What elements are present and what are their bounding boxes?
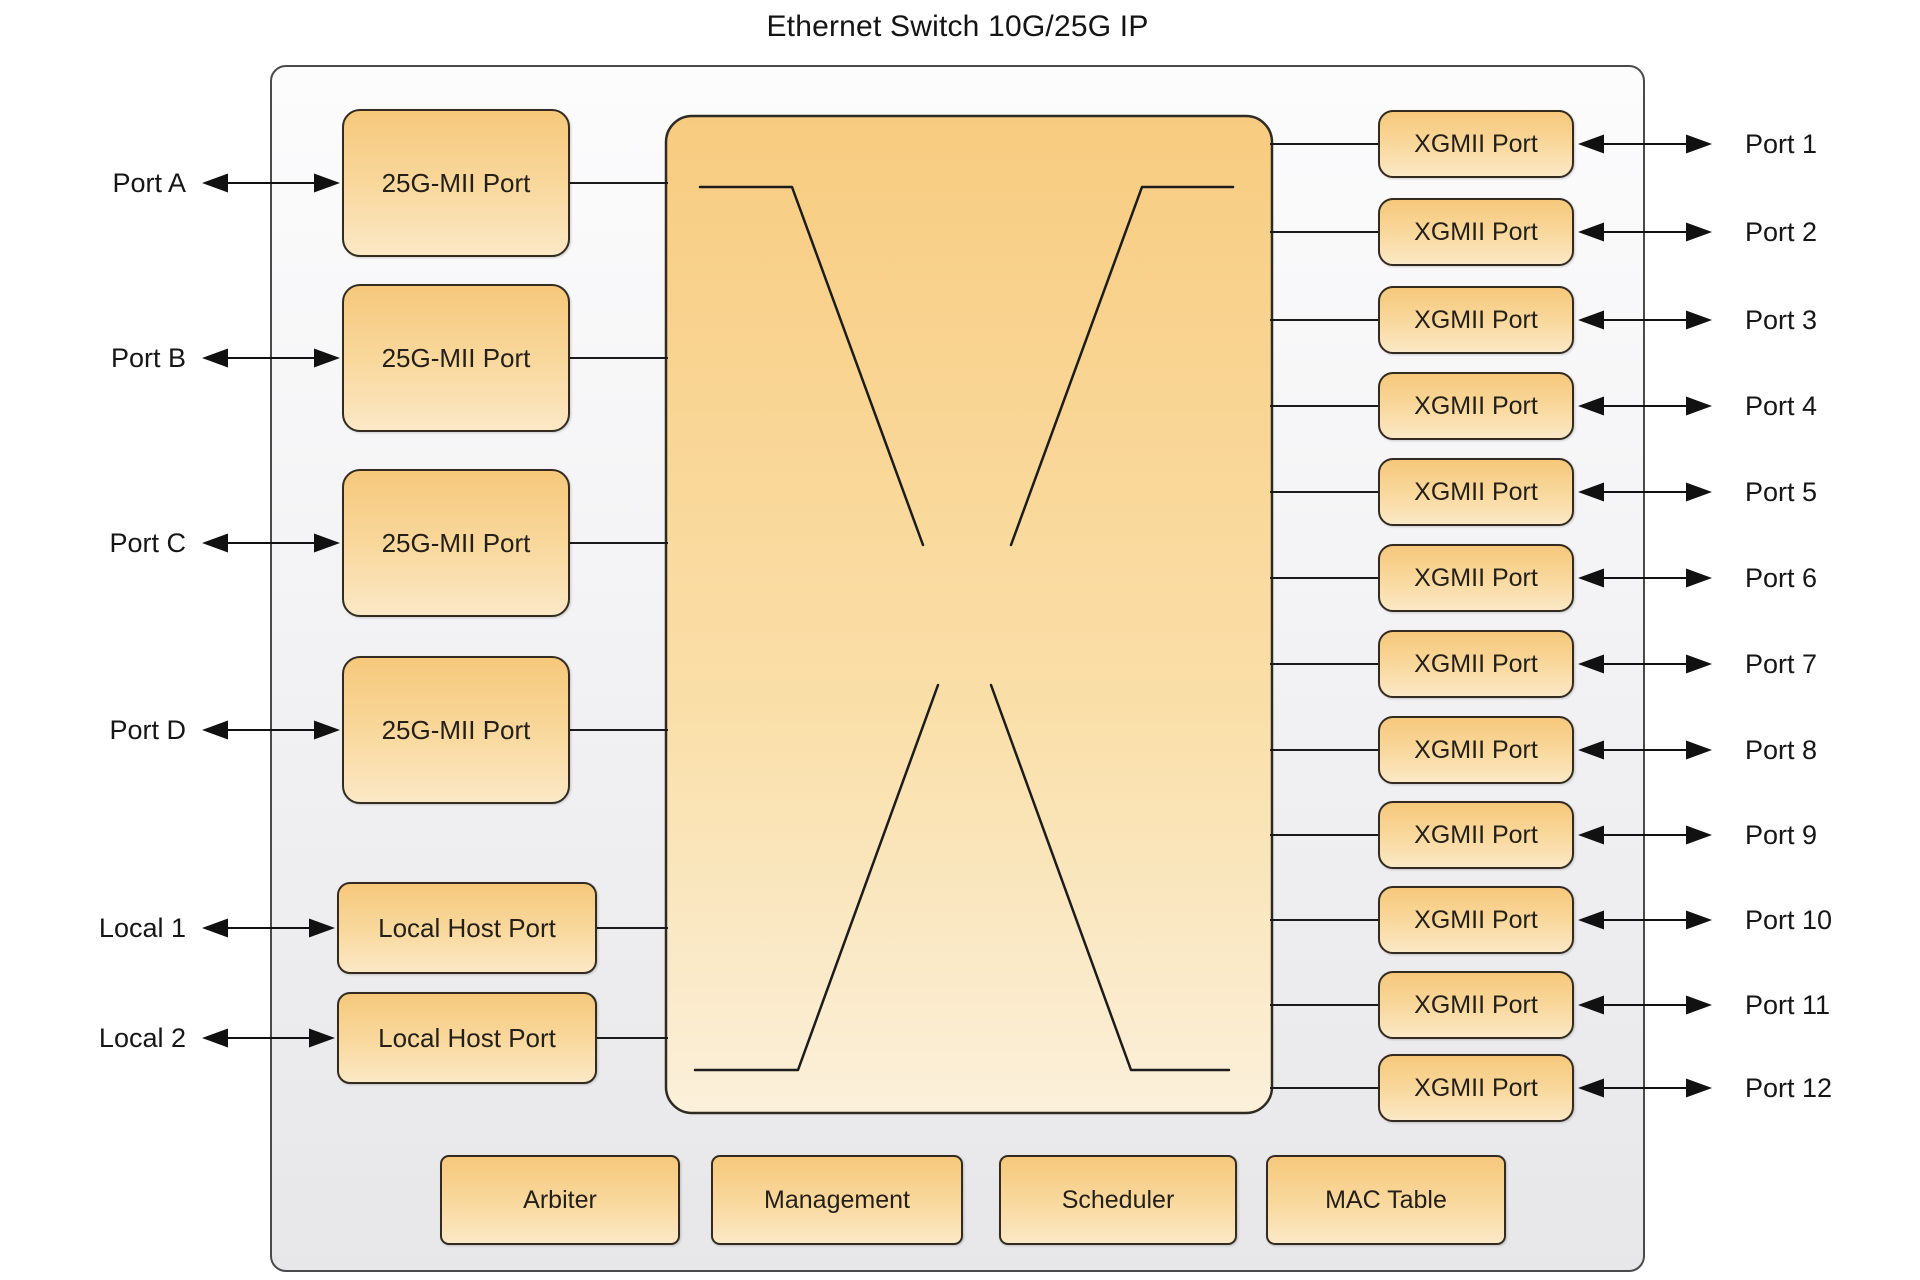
bidirectional-arrow <box>202 173 340 193</box>
bidirectional-arrow <box>202 720 340 740</box>
bidirectional-arrow <box>1578 134 1712 154</box>
local-2-label: Local 2 <box>98 1023 186 1053</box>
xgmii-port-box: XGMII Port <box>1378 286 1574 354</box>
port-1-label: Port 1 <box>1745 129 1818 159</box>
bidirectional-arrow <box>1578 740 1712 760</box>
diagram-title: Ethernet Switch 10G/25G IP <box>766 10 1149 43</box>
switch-fabric-box <box>664 114 1274 1115</box>
xgmii-port-box: XGMII Port <box>1378 458 1574 526</box>
crossbar-line <box>989 683 1231 1072</box>
mii-port-box: 25G-MII Port <box>342 284 570 432</box>
bidirectional-arrow <box>1578 396 1712 416</box>
bidirectional-arrow <box>1578 568 1712 588</box>
crossbar-line <box>698 185 925 547</box>
mii-port-box: 25G-MII Port <box>342 109 570 257</box>
bidirectional-arrow <box>1578 310 1712 330</box>
bidirectional-arrow <box>202 918 335 938</box>
mac-table-box: MAC Table <box>1266 1155 1506 1245</box>
port-4-label: Port 4 <box>1745 391 1818 421</box>
port-6-label: Port 6 <box>1745 563 1818 593</box>
mii-port-box: 25G-MII Port <box>342 656 570 804</box>
port-10-label: Port 10 <box>1745 905 1833 935</box>
port-3-label: Port 3 <box>1745 305 1818 335</box>
bidirectional-arrow <box>202 533 340 553</box>
bidirectional-arrow <box>1578 910 1712 930</box>
local-1-label: Local 1 <box>98 913 186 943</box>
crossbar-line <box>1009 185 1235 547</box>
bidirectional-arrow <box>202 348 340 368</box>
xgmii-port-box: XGMII Port <box>1378 886 1574 954</box>
arbiter-box: Arbiter <box>440 1155 680 1245</box>
xgmii-port-box: XGMII Port <box>1378 198 1574 266</box>
bidirectional-arrow <box>1578 995 1712 1015</box>
management-box: Management <box>711 1155 963 1245</box>
xgmii-port-box: XGMII Port <box>1378 544 1574 612</box>
bidirectional-arrow <box>1578 482 1712 502</box>
port-a-label: Port A <box>112 168 186 198</box>
port-9-label: Port 9 <box>1745 820 1818 850</box>
xgmii-port-box: XGMII Port <box>1378 716 1574 784</box>
crossbar-glyph <box>693 185 1235 1072</box>
port-d-label: Port D <box>109 715 186 745</box>
port-11-label: Port 11 <box>1745 990 1831 1020</box>
port-2-label: Port 2 <box>1745 217 1818 247</box>
local-host-port-box: Local Host Port <box>337 992 597 1084</box>
bidirectional-arrow <box>1578 1078 1712 1098</box>
port-7-label: Port 7 <box>1745 649 1818 679</box>
local-host-port-box: Local Host Port <box>337 882 597 974</box>
mii-port-box: 25G-MII Port <box>342 469 570 617</box>
port-12-label: Port 12 <box>1745 1073 1833 1103</box>
bidirectional-arrow <box>1578 654 1712 674</box>
port-b-label: Port B <box>110 343 186 373</box>
port-5-label: Port 5 <box>1745 477 1818 507</box>
scheduler-box: Scheduler <box>999 1155 1237 1245</box>
bidirectional-arrow <box>1578 825 1712 845</box>
xgmii-port-box: XGMII Port <box>1378 630 1574 698</box>
crossbar-line <box>693 683 940 1072</box>
xgmii-port-box: XGMII Port <box>1378 110 1574 178</box>
xgmii-port-box: XGMII Port <box>1378 801 1574 869</box>
port-c-label: Port C <box>109 528 186 558</box>
xgmii-port-box: XGMII Port <box>1378 971 1574 1039</box>
bidirectional-arrow <box>1578 222 1712 242</box>
xgmii-port-box: XGMII Port <box>1378 372 1574 440</box>
port-8-label: Port 8 <box>1745 735 1818 765</box>
bidirectional-arrow <box>202 1028 335 1048</box>
xgmii-port-box: XGMII Port <box>1378 1054 1574 1122</box>
